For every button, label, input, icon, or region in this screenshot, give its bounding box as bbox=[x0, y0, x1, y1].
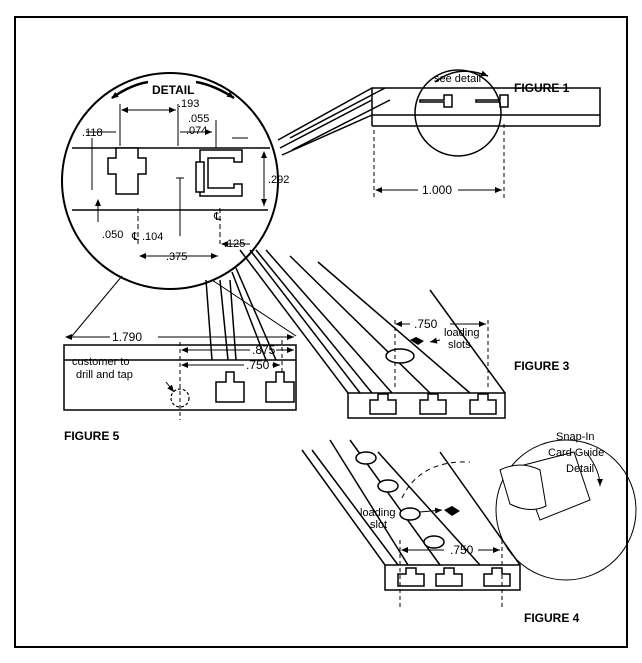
dim-125: .125 bbox=[224, 238, 245, 250]
detail-circle bbox=[61, 72, 279, 290]
dim-055: .055 bbox=[188, 113, 209, 125]
figure-5-label: FIGURE 5 bbox=[64, 429, 120, 443]
figure-4-loading-slot bbox=[444, 506, 460, 516]
see-detail-note: see detail bbox=[434, 73, 481, 85]
figure-4-extrusion bbox=[301, 439, 521, 591]
figure-5-note-line-2: drill and tap bbox=[76, 369, 133, 381]
figure-5-note-line-1: customer to bbox=[72, 356, 129, 368]
figure-1-label: FIGURE 1 bbox=[514, 81, 570, 95]
figure-5-dim-875: .875 bbox=[252, 343, 276, 357]
figure-3-note-line-1: loading bbox=[444, 327, 479, 339]
figure-3-label: FIGURE 3 bbox=[514, 359, 570, 373]
figure-3-dim: .750 bbox=[414, 317, 438, 331]
figure-5-dim-750: .750 bbox=[246, 358, 270, 372]
figure-4-note-line-1: loading bbox=[360, 507, 395, 519]
dim-118: .118 bbox=[82, 127, 103, 139]
detail-arrow-left bbox=[111, 80, 149, 100]
dim-050: .050 bbox=[102, 229, 123, 241]
figure-5-dims bbox=[65, 334, 294, 420]
snap-in-detail-callout bbox=[401, 439, 637, 581]
dim-292: .292 bbox=[268, 174, 289, 186]
dim-193: .193 bbox=[178, 98, 199, 110]
figure-1-dim bbox=[373, 124, 505, 198]
figure-4-note-line-2: slot bbox=[370, 519, 387, 531]
figure-3-loading-slot bbox=[410, 337, 424, 345]
figure-3-note-line-2: slots bbox=[448, 339, 471, 351]
detail-title: DETAIL bbox=[152, 83, 194, 97]
dim-375: .375 bbox=[166, 251, 187, 263]
detail-profile bbox=[72, 147, 270, 211]
drill-tap-hole bbox=[170, 388, 190, 408]
snap-in-line-1: Snap-In bbox=[556, 431, 595, 443]
dim-074: .074 bbox=[186, 125, 207, 137]
detail-dimension-lines bbox=[86, 104, 267, 259]
figure-3-dims bbox=[394, 320, 489, 390]
figure-1-extrusion bbox=[277, 87, 601, 156]
detail-arrow-right bbox=[195, 80, 235, 100]
figure-5-dim-overall: 1.790 bbox=[112, 330, 142, 344]
figure-4-label: FIGURE 4 bbox=[524, 611, 580, 625]
centerline-symbol-1: ℄ bbox=[131, 231, 139, 243]
dim-104: .104 bbox=[142, 231, 163, 243]
figure-4-dim: .750 bbox=[450, 543, 474, 557]
see-detail-arrow bbox=[434, 70, 489, 83]
centerline-symbol-2: ℄ bbox=[213, 211, 221, 223]
figure-4-dims bbox=[399, 507, 503, 610]
figure-1-dim: 1.000 bbox=[422, 183, 452, 197]
snap-in-line-3: Detail bbox=[566, 463, 594, 475]
snap-in-line-2: Card Guide bbox=[548, 447, 604, 459]
figure-3-extrusion bbox=[239, 249, 506, 419]
figure-1-detail-circle bbox=[414, 69, 502, 157]
